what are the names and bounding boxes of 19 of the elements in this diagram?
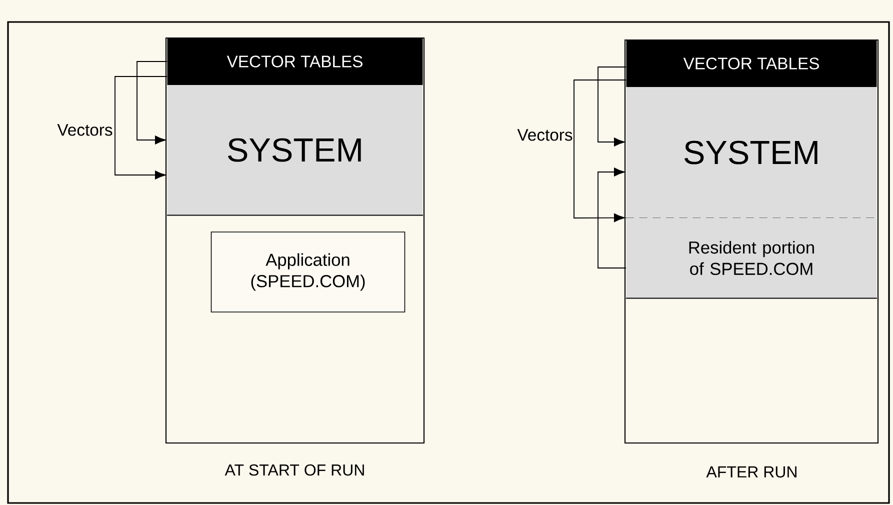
arrow [598,168,626,268]
arrow [574,80,626,222]
node-label: SYSTEM [684,140,818,164]
application-box: Application (SPEED.COM) [210,232,406,312]
node-label: AFTER RUN [706,466,796,478]
resident-portion-area: Resident portion of SPEED.COM [626,218,877,298]
system-area: SYSTEM [626,87,877,218]
vector-table-band: VECTOR TABLES [167,38,423,85]
node-label: VECTOR TABLES [226,56,362,68]
arrow [114,76,168,180]
vector-table-band: VECTOR TABLES [626,40,877,87]
node-label: AT START OF RUN [224,464,364,476]
arrow [598,66,626,146]
node-label: Resident portion of SPEED.COM [689,240,814,276]
vectors-label: Vectors [57,124,112,136]
vectors-label: Vectors [517,129,572,141]
system-area: SYSTEM [167,85,423,215]
arrow [136,61,168,144]
node-label: VECTOR TABLES [683,58,819,70]
